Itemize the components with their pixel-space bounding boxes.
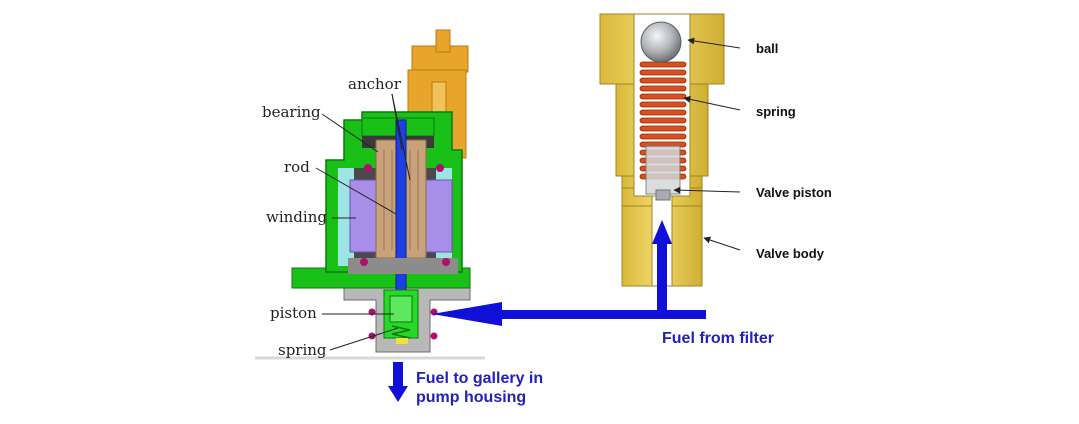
piston [389,295,413,323]
label-fuel-to-gallery-line1: Fuel to gallery in [416,370,543,387]
o-ring [430,332,438,340]
leader-spring-left [329,327,399,351]
winding-left [349,179,377,253]
solenoid-valve-cutaway [255,29,485,360]
o-ring [360,258,368,266]
o-ring [442,258,450,266]
leader-valve-piston [673,186,741,194]
leader-valve-body [703,236,741,251]
leader-rod [315,167,397,215]
valve-piston [645,145,681,195]
label-spring-right: spring [756,104,796,119]
label-winding: winding [266,208,327,226]
check-valve-cutaway [599,13,725,287]
label-anchor: anchor [348,75,402,93]
label-fuel-to-gallery-line2: pump housing [416,389,526,406]
check-ball [640,21,682,63]
label-valve-piston: Valve piston [756,185,832,200]
inlet-horizontal-bar [500,310,706,319]
small-spring [391,325,411,339]
outlet-bar [393,362,403,388]
leader-anchor-2 [391,93,403,151]
inlet-arrowhead-up [652,220,672,244]
leader-bearing [321,113,379,153]
label-ball: ball [756,41,778,56]
outlet-arrowhead-down [388,386,408,402]
leader-spring-right [683,95,741,111]
valve-piston-stem [655,189,671,201]
o-ring [364,164,372,172]
winding-right [425,179,453,253]
check-valve-spring [639,61,687,180]
label-spring-left: spring [278,341,327,359]
label-piston: piston [270,304,317,322]
fuel-flow: Fuel from filter Fuel to gallery in pump… [388,220,774,406]
label-bearing: bearing [262,103,321,121]
label-fuel-from-filter: Fuel from filter [662,330,774,347]
lower-seat [348,258,458,274]
inlet-vertical-bar [657,240,667,312]
inlet-arrowhead-left [432,302,502,326]
o-ring [436,164,444,172]
solenoid-labels: anchor bearing rod winding piston spring [262,75,411,359]
label-rod: rod [284,158,310,176]
valve-seat [396,338,408,344]
label-valve-body: Valve body [756,246,825,261]
valve-labels: ball spring Valve piston Valve body [673,37,832,261]
leader-ball [687,37,741,49]
